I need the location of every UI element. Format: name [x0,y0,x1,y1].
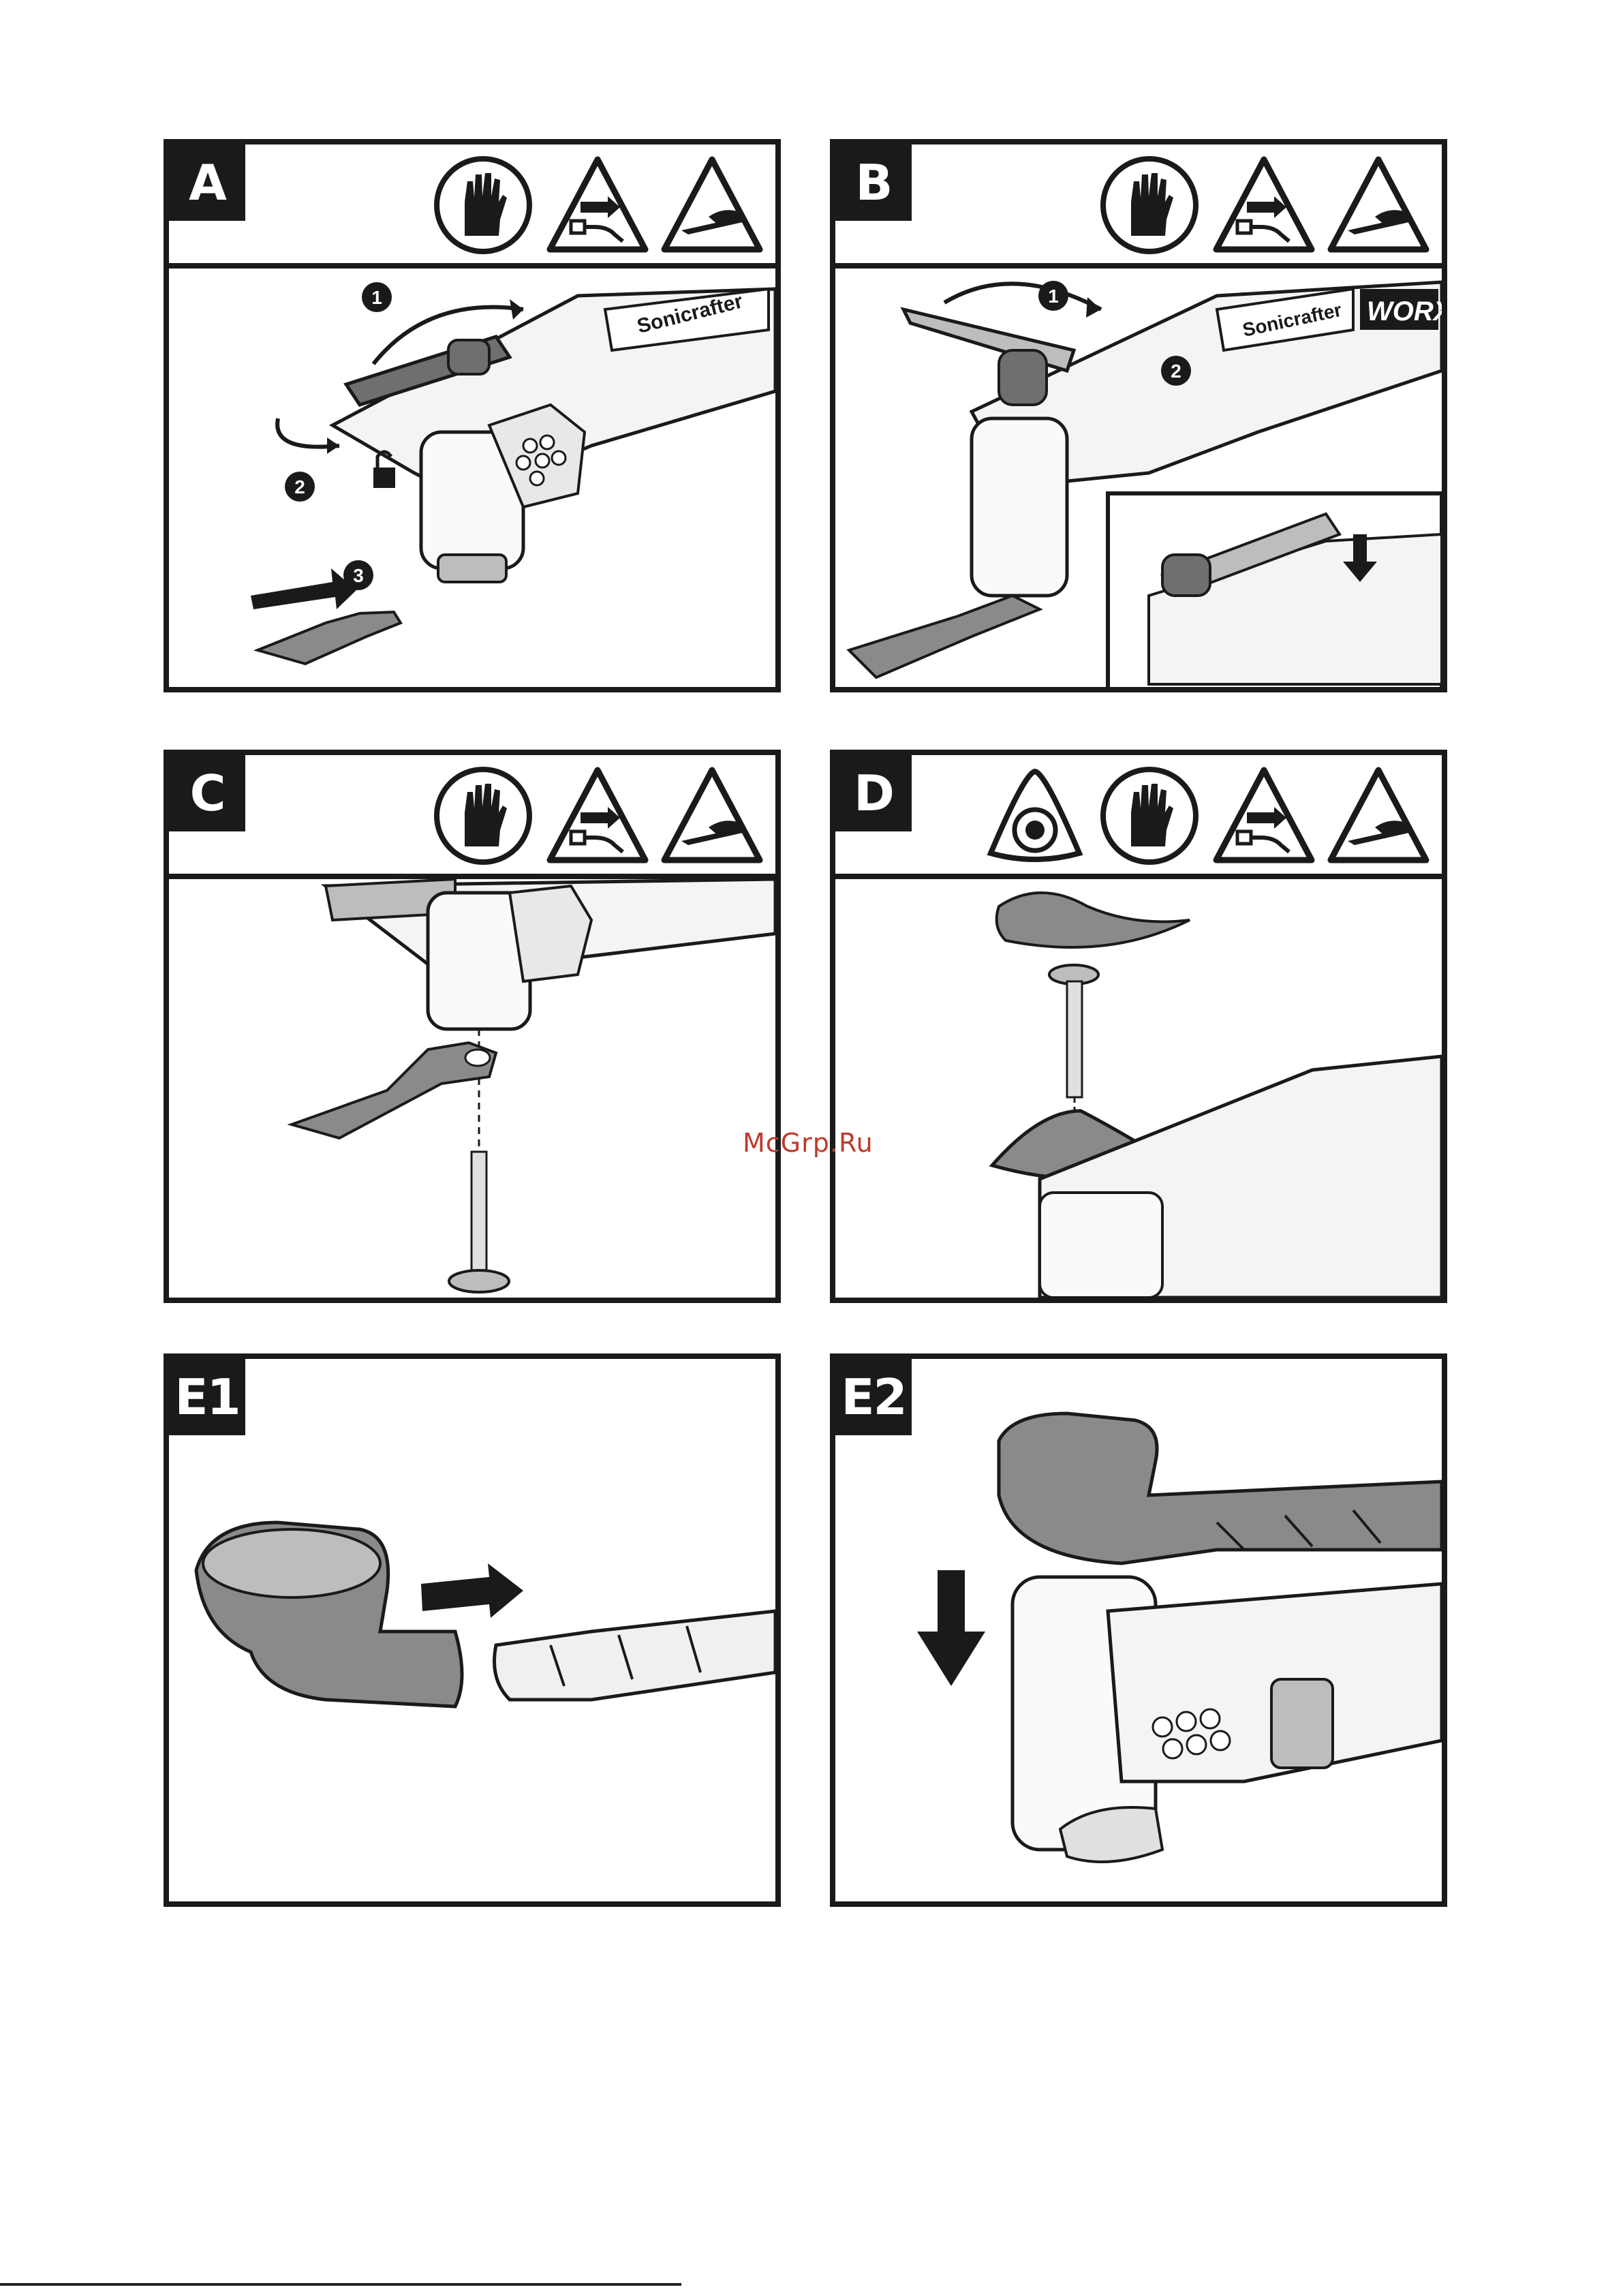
svg-text:1: 1 [371,287,382,308]
safety-icons [432,765,763,867]
panel-a-header: A [169,144,775,269]
sharp-edge-icon [661,154,763,256]
safety-icons [432,154,763,256]
illustration-e2 [835,1359,1442,1901]
unplug-icon [546,765,649,867]
panel-c-header: C [169,755,775,879]
footer-rule [0,2283,681,2286]
panel-b: B Sonicrafter WORX 1 2 [830,139,1447,692]
panel-label: A [169,144,245,221]
sharp-edge-icon [661,765,763,867]
panel-b-header: B [835,144,1442,269]
sharp-edge-icon [1327,154,1429,256]
watermark: McGrp.Ru [743,1128,893,1158]
panel-d-header: D [835,755,1442,879]
safety-icons [984,765,1429,867]
illustration-c [169,879,775,1298]
svg-text:3: 3 [353,565,364,586]
illustration-b: Sonicrafter WORX 1 2 [835,269,1442,687]
unplug-icon [1213,765,1315,867]
gloves-icon [1098,154,1201,256]
unplug-icon [1213,154,1315,256]
panel-c: C [164,750,781,1303]
illustration-a: Sonicrafter 1 2 3 [169,269,775,687]
panel-label: C [169,755,245,831]
panel-a: A Sonicrafter 1 [164,139,781,692]
sharp-edge-icon [1327,765,1429,867]
brand-logo-text: WORX [1367,296,1442,326]
svg-text:2: 2 [1171,361,1181,382]
gloves-icon [432,765,534,867]
panel-label: D [835,755,912,831]
safety-icons [1098,154,1429,256]
step-badge-1: 1 [1038,281,1068,311]
unplug-icon [546,154,649,256]
panel-e2: E2 [830,1353,1447,1907]
gloves-icon [432,154,534,256]
illustration-e1 [169,1359,775,1901]
step-badge-2: 2 [285,472,315,502]
svg-text:1: 1 [1048,286,1059,307]
step-badge-1: 1 [362,282,392,312]
step-badge-2: 2 [1161,356,1191,386]
panel-label: B [835,144,912,221]
panel-d: D [830,750,1447,1303]
gloves-icon [1098,765,1201,867]
sanding-pad-icon [984,765,1086,867]
illustration-d [835,879,1442,1298]
svg-text:2: 2 [294,476,305,498]
panel-e1: E1 [164,1353,781,1907]
